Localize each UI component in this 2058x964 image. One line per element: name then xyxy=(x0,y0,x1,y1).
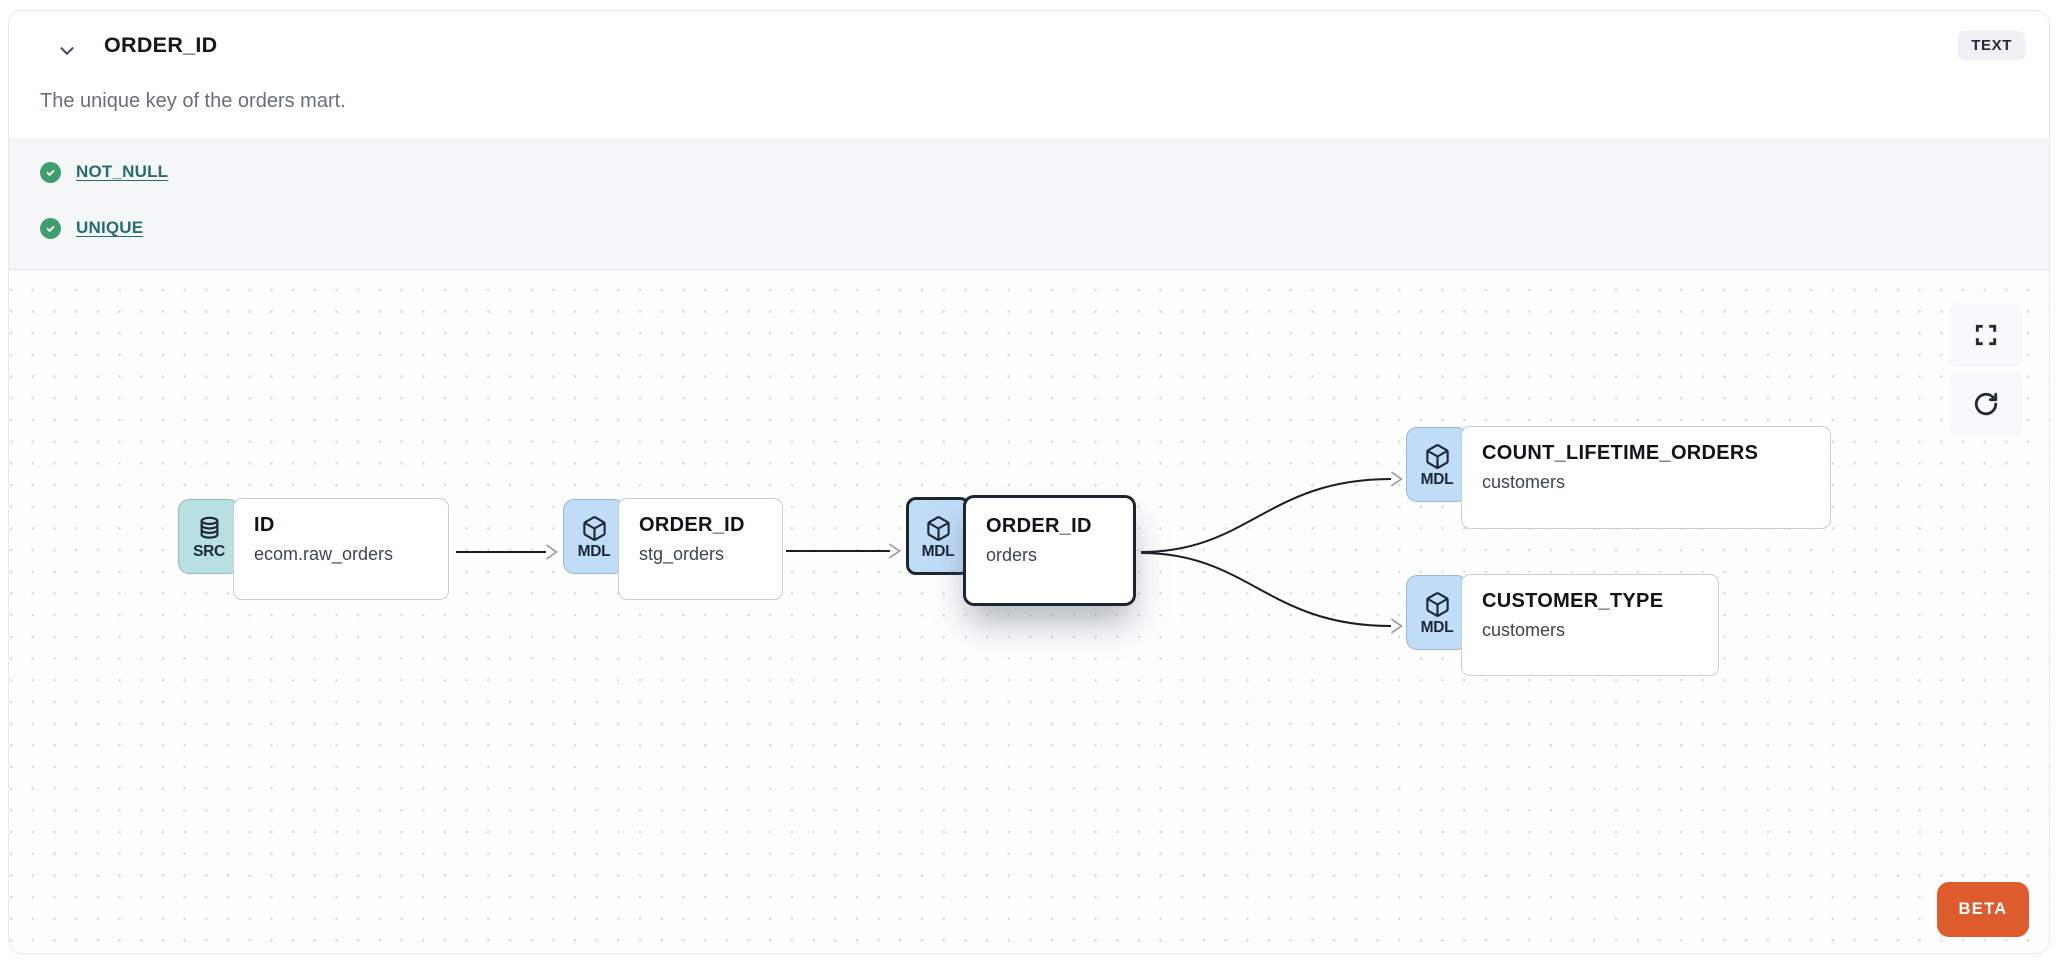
lineage-node-orders-selected[interactable]: MDL ORDER_ID orders xyxy=(906,495,1136,606)
tests-section: NOT_NULL UNIQUE xyxy=(9,139,2049,270)
node-subtitle: stg_orders xyxy=(639,544,725,564)
page-title: ORDER_ID xyxy=(104,33,218,57)
box-icon xyxy=(926,515,950,541)
node-kind-label: SRC xyxy=(193,543,225,560)
node-subtitle: orders xyxy=(986,545,1038,565)
node-subtitle: ecom.raw_orders xyxy=(254,544,394,564)
lineage-node-customer-type[interactable]: MDL CUSTOMER_TYPE customers xyxy=(1406,574,1719,676)
node-title: ORDER_ID xyxy=(639,514,745,536)
node-card: ID ecom.raw_orders xyxy=(233,498,449,600)
box-icon xyxy=(582,516,606,541)
box-icon xyxy=(1425,444,1449,469)
refresh-icon xyxy=(1974,392,1998,416)
fullscreen-button[interactable] xyxy=(1949,303,2023,367)
node-title: ID xyxy=(254,514,275,536)
refresh-button[interactable] xyxy=(1949,372,2023,436)
column-type-badge: TEXT xyxy=(1958,31,2025,60)
node-card: COUNT_LIFETIME_ORDERS customers xyxy=(1461,426,1831,529)
test-link[interactable]: UNIQUE xyxy=(76,218,144,237)
node-kind-label: MDL xyxy=(1420,619,1454,636)
node-card: ORDER_ID stg_orders xyxy=(618,498,783,600)
node-kind-label: MDL xyxy=(577,543,611,560)
node-subtitle: customers xyxy=(1482,472,1566,492)
node-title: COUNT_LIFETIME_ORDERS xyxy=(1482,442,1759,464)
collapse-chevron-button[interactable] xyxy=(51,37,83,65)
lineage-canvas[interactable] xyxy=(9,270,2049,953)
lineage-node-count-lifetime-orders[interactable]: MDL COUNT_LIFETIME_ORDERS customers xyxy=(1406,426,1831,529)
column-description: The unique key of the orders mart. xyxy=(40,90,346,112)
node-card: ORDER_ID orders xyxy=(963,495,1136,606)
node-kind-badge: MDL xyxy=(563,499,625,574)
test-row-unique[interactable]: UNIQUE xyxy=(40,217,2049,239)
canvas-controls xyxy=(1949,303,2023,436)
node-card: CUSTOMER_TYPE customers xyxy=(1461,574,1719,676)
node-kind-label: MDL xyxy=(1420,471,1454,488)
beta-badge-button[interactable]: BETA xyxy=(1937,882,2029,937)
node-subtitle: customers xyxy=(1482,620,1566,640)
lineage-node-stg-orders[interactable]: MDL ORDER_ID stg_orders xyxy=(563,498,783,600)
node-kind-badge: MDL xyxy=(1406,427,1468,502)
node-title: ORDER_ID xyxy=(986,515,1092,537)
node-kind-badge: MDL xyxy=(906,497,970,575)
lineage-node-source-id[interactable]: SRC ID ecom.raw_orders xyxy=(178,498,449,600)
test-link[interactable]: NOT_NULL xyxy=(76,162,169,181)
node-kind-badge: SRC xyxy=(178,499,240,574)
check-circle-icon xyxy=(40,217,61,239)
check-circle-icon xyxy=(40,161,61,183)
column-details-card: ORDER_ID TEXT The unique key of the orde… xyxy=(8,10,2050,954)
node-kind-badge: MDL xyxy=(1406,575,1468,650)
node-kind-label: MDL xyxy=(921,542,955,560)
fullscreen-icon xyxy=(1975,324,1997,346)
box-icon xyxy=(1425,592,1449,617)
test-row-not-null[interactable]: NOT_NULL xyxy=(40,161,2049,183)
node-title: CUSTOMER_TYPE xyxy=(1482,590,1664,612)
database-icon xyxy=(200,516,218,539)
chevron-down-icon xyxy=(60,47,74,55)
